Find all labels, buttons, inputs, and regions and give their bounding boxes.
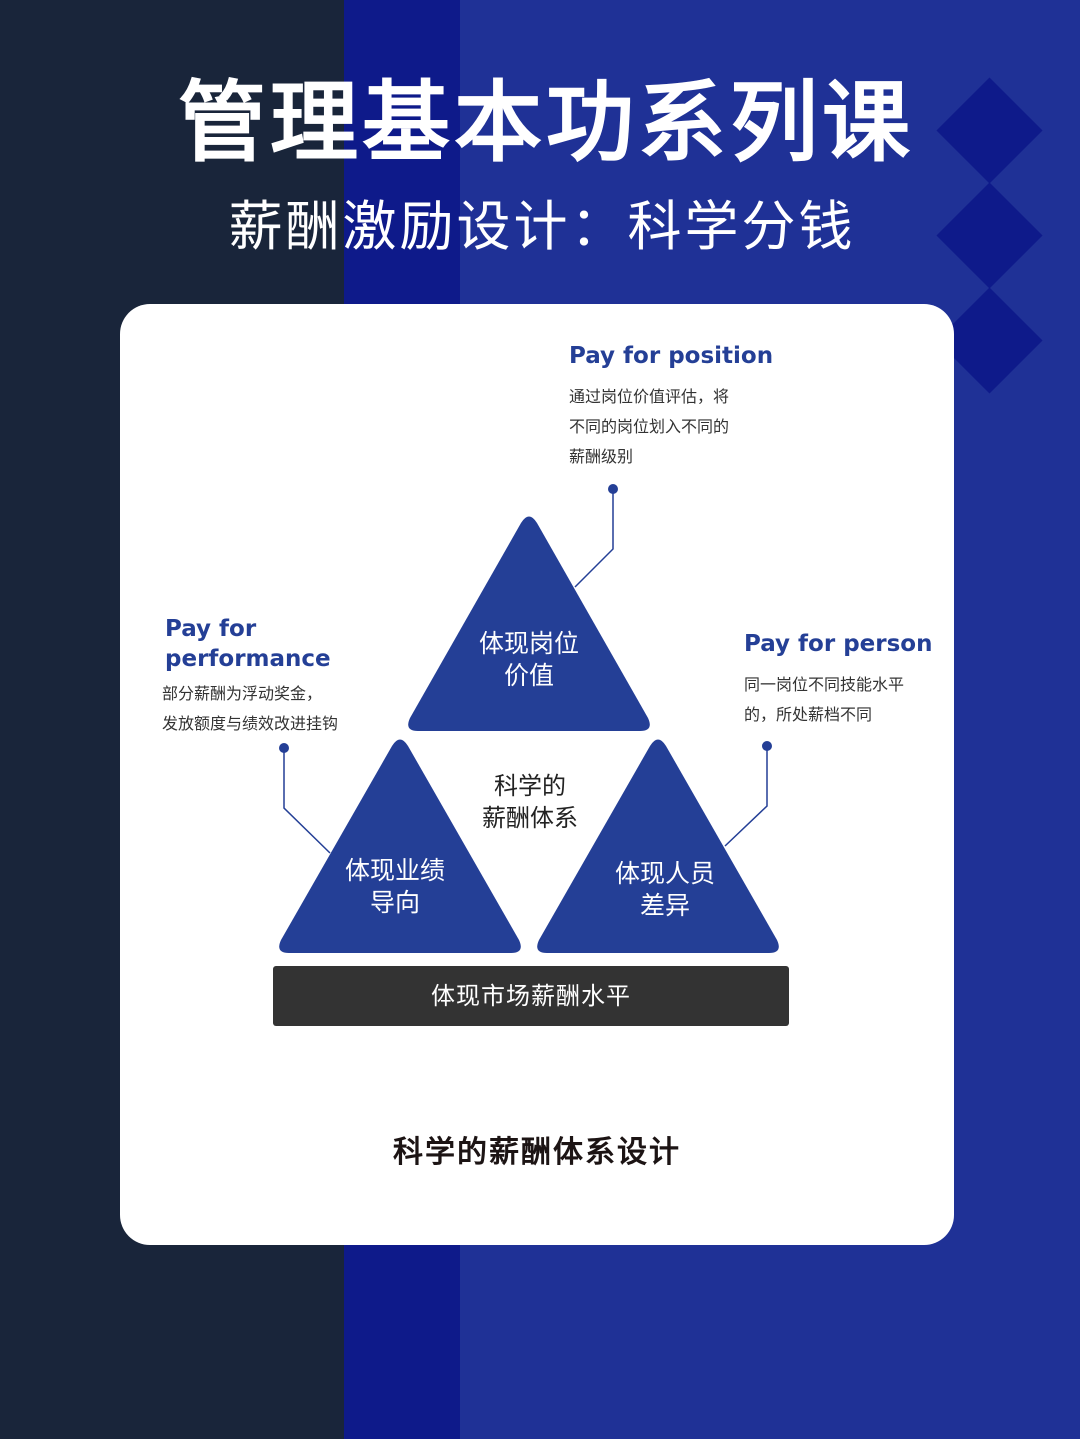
center-label-line1: 科学的 bbox=[494, 772, 566, 800]
label-pay-for-performance-line2: performance bbox=[165, 646, 331, 672]
triangle-person-label-line2: 差异 bbox=[639, 891, 690, 920]
label-position-desc-line2: 不同的岗位划入不同的 bbox=[569, 417, 730, 436]
label-pay-for-person: Pay for person bbox=[744, 631, 933, 657]
label-performance-desc-line2: 发放额度与绩效改进挂钩 bbox=[162, 714, 339, 733]
content-card bbox=[120, 304, 954, 1245]
base-bar-market-level: 体现市场薪酬水平 bbox=[273, 966, 789, 1026]
page-subtitle: 薪酬激励设计：科学分钱 bbox=[228, 195, 856, 258]
triangle-position-label-line2: 价值 bbox=[503, 661, 554, 690]
label-position-desc-line3: 薪酬级别 bbox=[569, 447, 634, 466]
label-pay-for-performance-line1: Pay for bbox=[165, 616, 257, 642]
triangle-performance-label-line1: 体现业绩 bbox=[344, 856, 445, 885]
center-label-line2: 薪酬体系 bbox=[482, 804, 578, 832]
label-performance-desc-line1: 部分薪酬为浮动奖金， bbox=[162, 684, 323, 703]
label-pay-for-position: Pay for position bbox=[569, 343, 774, 369]
label-person-desc-line1: 同一岗位不同技能水平 bbox=[744, 675, 905, 694]
triangle-position bbox=[408, 516, 650, 731]
connector-position bbox=[574, 484, 618, 588]
diagram-caption: 科学的薪酬体系设计 bbox=[393, 1135, 681, 1170]
triangle-person-label-line1: 体现人员 bbox=[614, 859, 715, 888]
triangle-performance bbox=[279, 739, 521, 953]
triangle-performance-label-line2: 导向 bbox=[369, 888, 420, 917]
connector-performance bbox=[279, 743, 331, 854]
page-title: 管理基本功系列课 bbox=[177, 71, 914, 174]
triangle-position-label-line1: 体现岗位 bbox=[478, 629, 579, 658]
label-position-desc-line1: 通过岗位价值评估，将 bbox=[569, 387, 730, 406]
triangle-person bbox=[537, 739, 779, 953]
label-person-desc-line2: 的，所处薪档不同 bbox=[744, 705, 873, 724]
connector-person bbox=[724, 741, 772, 847]
